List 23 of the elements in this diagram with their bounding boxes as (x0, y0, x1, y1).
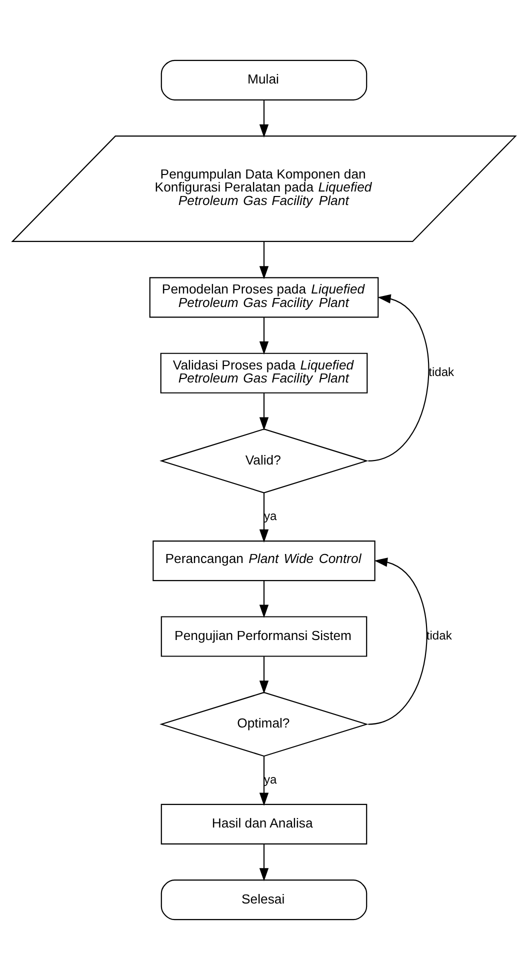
edge-label: ya (264, 508, 277, 522)
node-box: Validasi Proses pada Liquefied Petroleum Gas Facility Plant (160, 352, 368, 393)
node-box: Pemodelan Proses pada Liquefied Petroleum Gas Facility Plant (149, 276, 379, 318)
node-diamond: Valid? (160, 428, 368, 493)
arrow (259, 316, 269, 354)
edge-label: ya (264, 772, 277, 786)
node-box: Selesai (160, 879, 368, 920)
arrow (259, 844, 269, 881)
arrow (259, 241, 269, 279)
node-diamond: Optimal? (160, 691, 368, 756)
arrow (259, 580, 269, 618)
arrow (259, 756, 269, 806)
node-box: Mulai (160, 59, 368, 100)
edge-label: tidak (428, 364, 454, 379)
node-box: Hasil dan Analisa (160, 803, 368, 844)
arrow (259, 392, 269, 430)
node-box: Perancangan Plant Wide Control (152, 540, 376, 581)
arrow (259, 100, 269, 138)
arrow (368, 294, 430, 461)
arrow (259, 492, 269, 542)
arrow (259, 656, 269, 694)
node-box: Pengujian Performansi Sistem (160, 616, 368, 656)
arrow (368, 557, 428, 724)
